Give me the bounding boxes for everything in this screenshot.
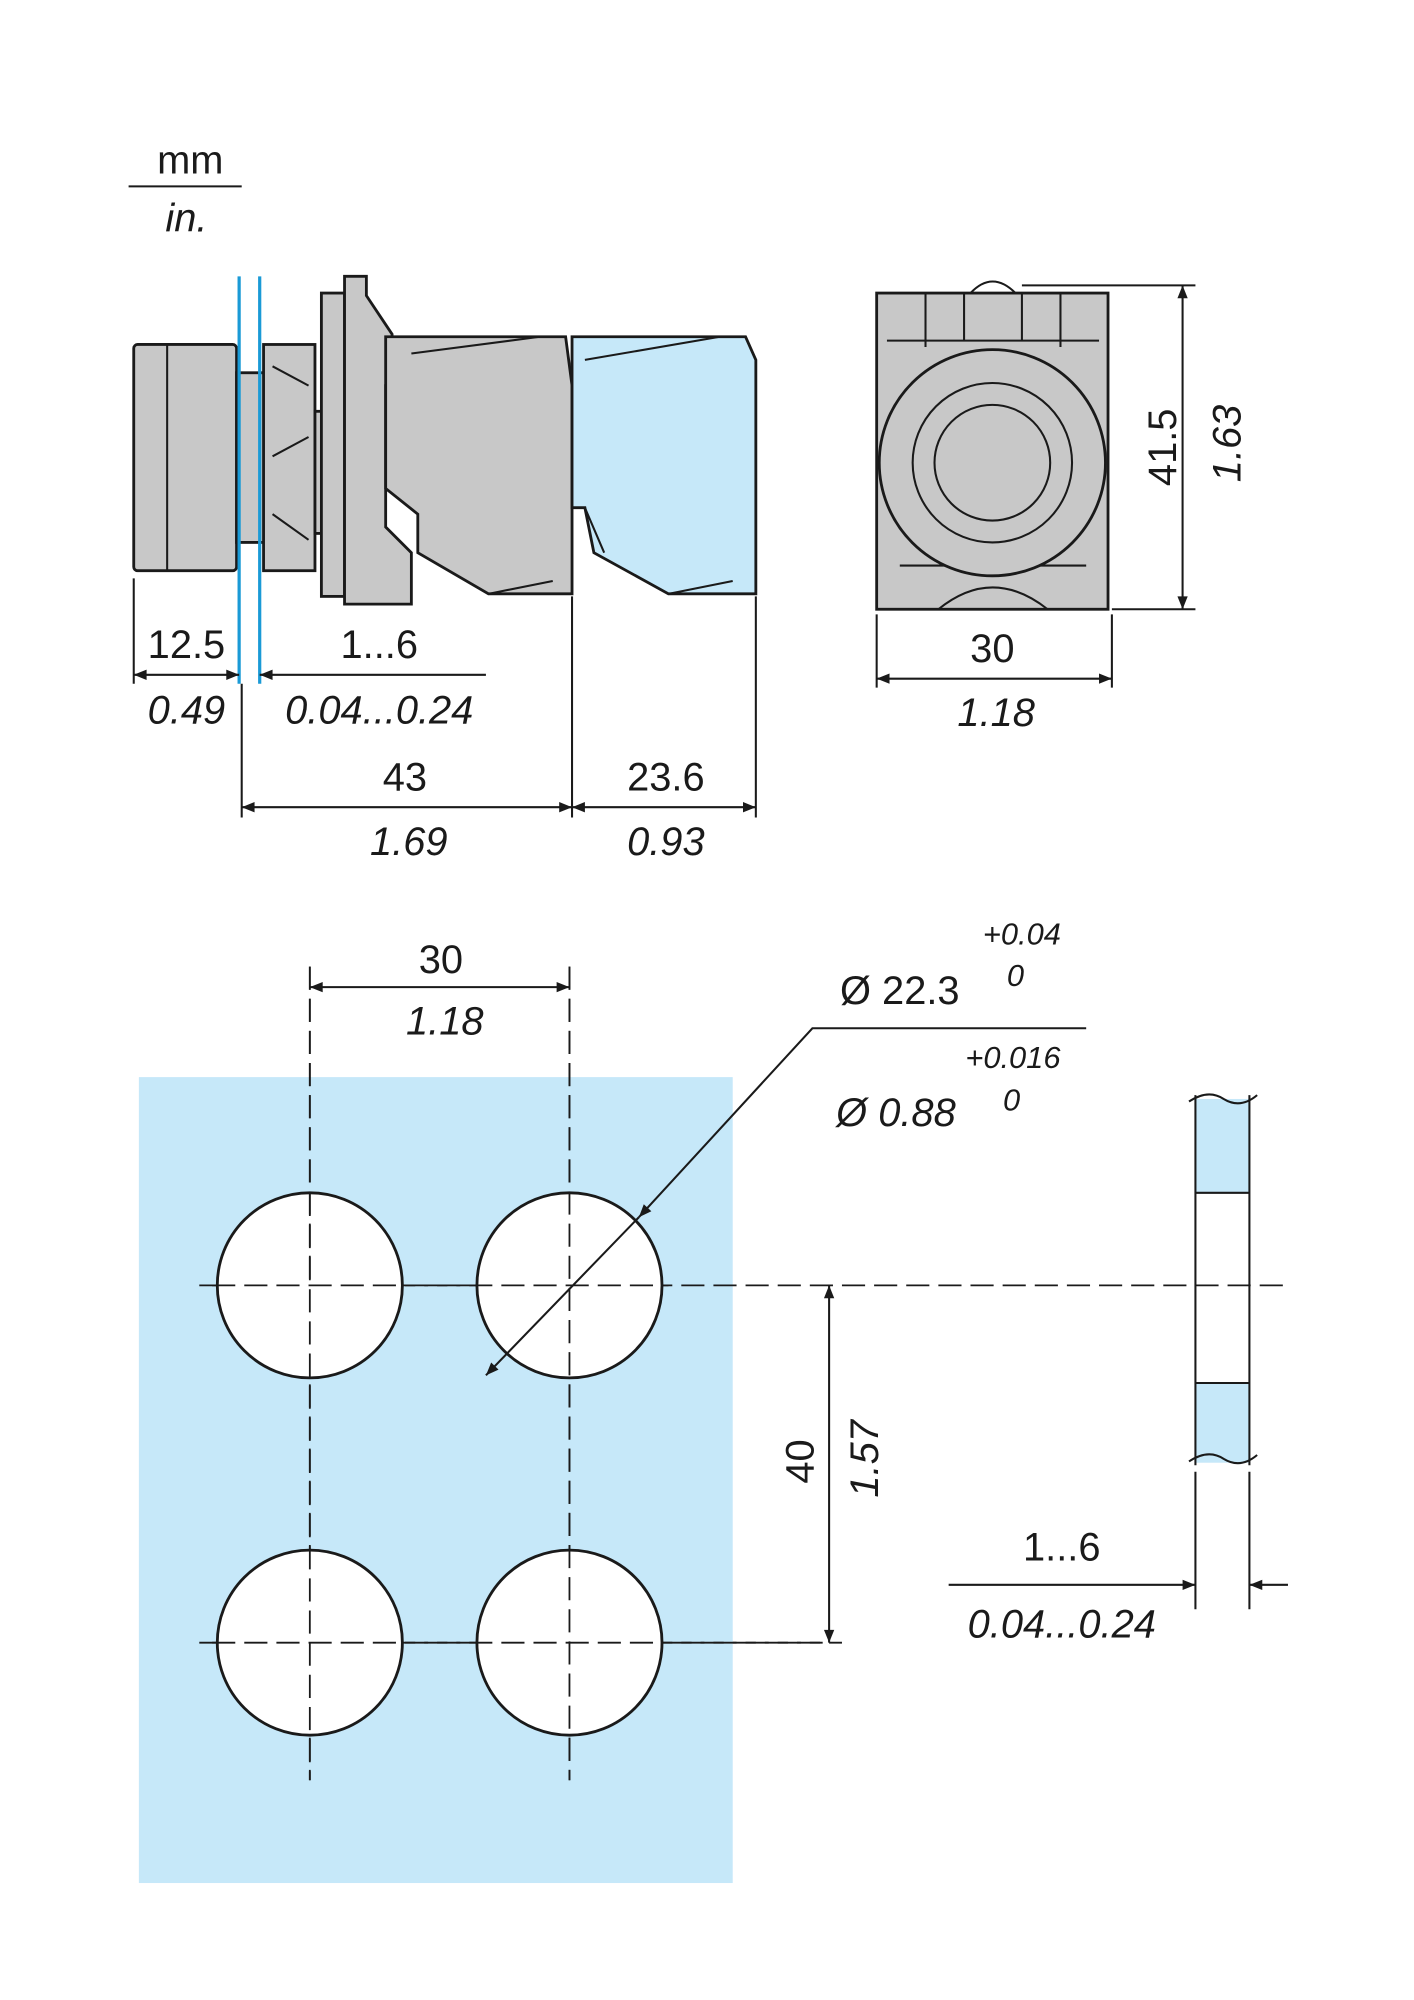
dim-1-63: 1.63	[1205, 405, 1249, 483]
dim-diameter-in: Ø 0.88	[834, 1091, 956, 1135]
dim-spacing-1-18: 1.18	[406, 1000, 484, 1044]
unit-in: in.	[165, 196, 207, 240]
dim-panel-thickness: 1...6	[340, 623, 418, 667]
fixing-collar	[262, 343, 317, 573]
dim-panel-thickness-in: 0.04...0.24	[285, 689, 473, 733]
unit-mm: mm	[157, 139, 223, 183]
dim-12-5: 12.5	[148, 623, 226, 667]
dim-41-5: 41.5	[1141, 409, 1185, 487]
dim-30: 30	[970, 627, 1014, 671]
dim-43: 43	[383, 755, 427, 799]
front-view: 41.5 1.63 30 1.18	[875, 280, 1249, 735]
tol-in-lower: 0	[1003, 1083, 1020, 1118]
dim-23-6: 23.6	[627, 755, 705, 799]
units-legend: mm in.	[128, 139, 242, 240]
contact-block-2	[570, 335, 758, 596]
dim-1-18: 1.18	[957, 691, 1035, 735]
dim-diameter-mm: Ø 22.3	[840, 969, 960, 1013]
side-view: 12.5 0.49 1...6 0.04...0.24 43 1.69 23.6…	[132, 274, 758, 864]
dim-panel-in: 0.04...0.24	[968, 1603, 1156, 1647]
panel	[138, 1077, 733, 1884]
dim-spacing-40: 40	[779, 1439, 823, 1483]
tol-mm-upper: +0.04	[983, 917, 1061, 952]
dim-spacing-30: 30	[419, 938, 463, 982]
dim-0-49: 0.49	[148, 689, 226, 733]
dim-0-93: 0.93	[627, 820, 705, 864]
tol-mm-lower: 0	[1007, 958, 1024, 993]
panel-cutout: 30 1.18 Ø 22.3 +0.04 0 Ø 0.88 +0.016 0 4…	[138, 917, 1286, 1884]
push-button-head	[132, 343, 238, 573]
tol-in-upper: +0.016	[965, 1040, 1061, 1075]
dim-panel-mm: 1...6	[1023, 1525, 1101, 1569]
contact-block-1	[384, 335, 574, 596]
dim-spacing-1-57: 1.57	[843, 1418, 887, 1497]
panel-section: 1...6 0.04...0.24	[948, 1093, 1288, 1647]
dim-1-69: 1.69	[370, 820, 448, 864]
